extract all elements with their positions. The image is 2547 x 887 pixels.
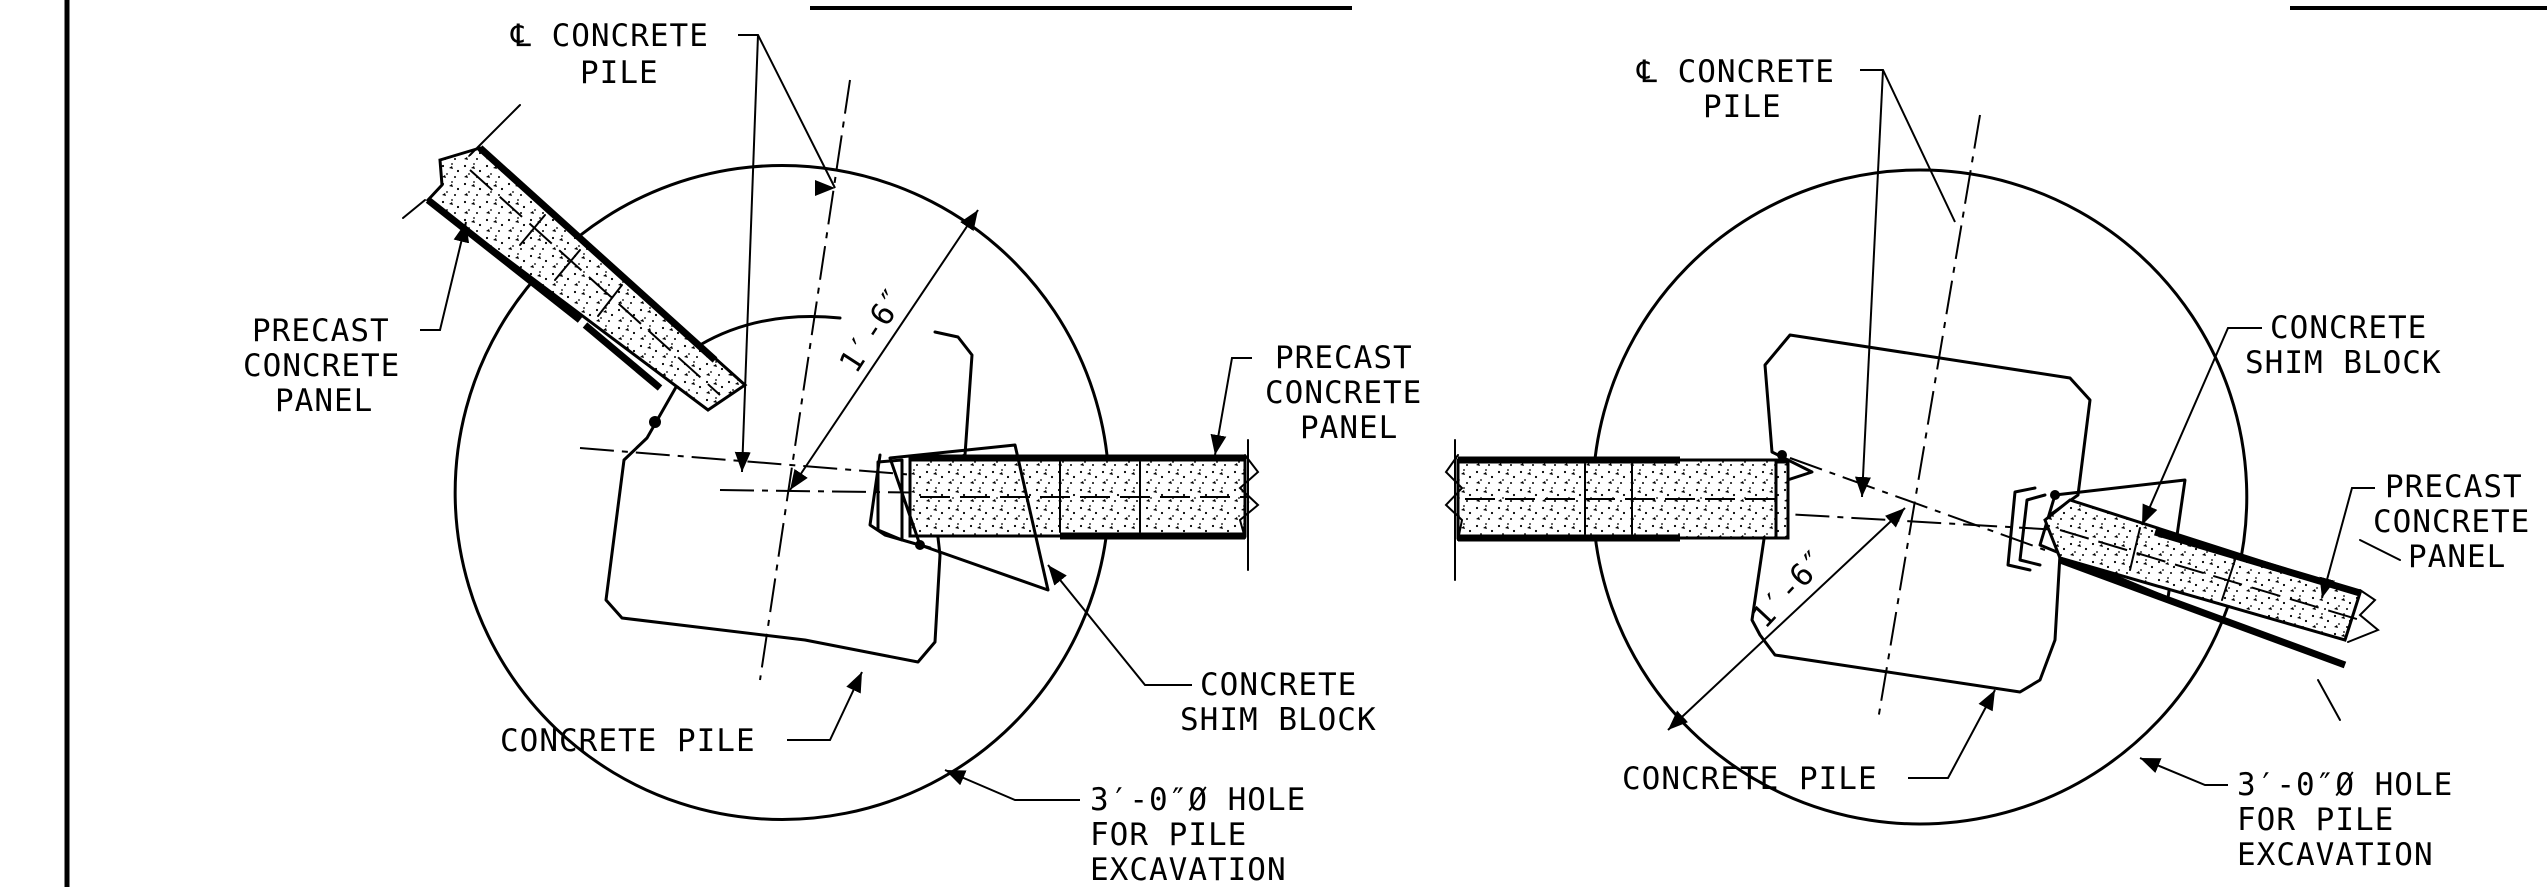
left-panel-centerline [719, 489, 1251, 498]
left-dimension-line [789, 209, 979, 491]
left-precast-panel-label-1: PRECAST [252, 313, 390, 349]
right-hole-label-1: 3′-0″Ø HOLE [2237, 767, 2453, 803]
right-hole-leader [2139, 757, 2228, 786]
left-shim-label-1: CONCRETE [1200, 667, 1357, 703]
left-excavation-hole [453, 164, 1110, 821]
right-pile-centerline-a [1789, 457, 2046, 551]
left-pile-curve [698, 315, 842, 347]
left-detail: 1′-6″ ℄ CONCRETE PILE PRECAST CONCRETE P… [243, 18, 1422, 887]
right-dimension-line [1667, 507, 1906, 731]
right-panel-right-leader [2319, 487, 2375, 599]
right-detail: 1′-6″ ℄ CONCRETE PILE CONCRETE SHIM BLOC… [1444, 54, 2530, 873]
left-centerline-label-2: PILE [580, 55, 659, 91]
right-centerline-label-1: ℄ CONCRETE [1636, 54, 1835, 90]
left-precast-panel-leader [420, 221, 470, 331]
right-hole-label-2: FOR PILE [2237, 802, 2394, 838]
left-hole-leader [944, 769, 1080, 801]
left-horizontal-panel [908, 439, 1260, 571]
right-panel-right-label-2: CONCRETE [2373, 504, 2530, 540]
left-panel-right-leader [1210, 357, 1252, 456]
right-pile-centerline-b [1877, 114, 1981, 721]
right-pile-label: CONCRETE PILE [1622, 761, 1878, 797]
left-pile-label: CONCRETE PILE [500, 723, 756, 759]
right-panel-right-label-3: PANEL [2408, 539, 2506, 575]
left-panel-right-label-3: PANEL [1300, 410, 1398, 446]
right-centerline-label-2: PILE [1703, 89, 1782, 125]
right-shim-leader [2141, 327, 2262, 526]
right-angled-panel [2043, 498, 2401, 721]
left-precast-panel-label-3: PANEL [275, 383, 373, 419]
left-pile-leader [787, 671, 863, 741]
right-excavation-hole [1591, 168, 2249, 826]
left-panel-right-label-1: PRECAST [1275, 340, 1413, 376]
right-shim-label-2: SHIM BLOCK [2245, 345, 2442, 381]
right-pile-leader [1908, 689, 1996, 779]
right-panel-right-label-1: PRECAST [2385, 469, 2523, 505]
right-hole-label-3: EXCAVATION [2237, 837, 2434, 873]
left-panel-right-label-2: CONCRETE [1265, 375, 1422, 411]
left-hole-label-2: FOR PILE [1090, 817, 1247, 853]
right-centerline-leader [1860, 69, 1956, 223]
left-precast-panel-label-2: CONCRETE [243, 348, 400, 384]
left-angled-panel [402, 104, 748, 428]
right-shim-label-1: CONCRETE [2270, 310, 2427, 346]
left-shim-label-2: SHIM BLOCK [1180, 702, 1377, 738]
right-horizontal-panel [1444, 439, 1790, 581]
right-concrete-pile [1750, 333, 2092, 694]
left-shim-leader [1047, 564, 1192, 686]
left-centerline-label-1: ℄ CONCRETE [510, 18, 709, 54]
left-hole-label-3: EXCAVATION [1090, 852, 1287, 887]
left-hole-label-1: 3′-0″Ø HOLE [1090, 782, 1306, 818]
